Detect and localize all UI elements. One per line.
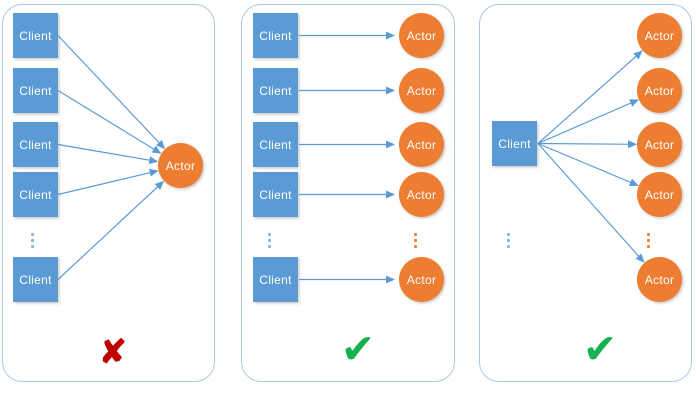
client-node: Client <box>253 172 298 217</box>
cross-icon: ✘ <box>99 333 127 370</box>
check-icon: ✔ <box>582 326 618 372</box>
client-node: Client <box>13 257 58 302</box>
actor-node: Actor <box>158 143 203 188</box>
check-icon: ✔ <box>340 326 376 372</box>
client-node: Client <box>13 172 58 217</box>
client-node: Client <box>13 13 58 58</box>
client-node: Client <box>253 257 298 302</box>
actor-node: Actor <box>637 172 682 217</box>
actor-node: Actor <box>399 122 444 167</box>
actor-node: Actor <box>399 257 444 302</box>
actor-node: Actor <box>637 68 682 113</box>
ellipsis-icon <box>414 233 417 248</box>
client-node: Client <box>253 13 298 58</box>
ellipsis-icon <box>647 233 650 248</box>
actor-node: Actor <box>637 122 682 167</box>
ellipsis-icon <box>507 233 510 248</box>
actor-node: Actor <box>637 13 682 58</box>
actor-node: Actor <box>399 172 444 217</box>
actor-node: Actor <box>399 13 444 58</box>
client-node: Client <box>492 121 537 166</box>
client-node: Client <box>13 122 58 167</box>
ellipsis-icon <box>31 233 34 248</box>
client-node: Client <box>253 122 298 167</box>
actor-node: Actor <box>399 68 444 113</box>
ellipsis-icon <box>268 233 271 248</box>
client-node: Client <box>13 68 58 113</box>
client-node: Client <box>253 68 298 113</box>
actor-node: Actor <box>637 257 682 302</box>
